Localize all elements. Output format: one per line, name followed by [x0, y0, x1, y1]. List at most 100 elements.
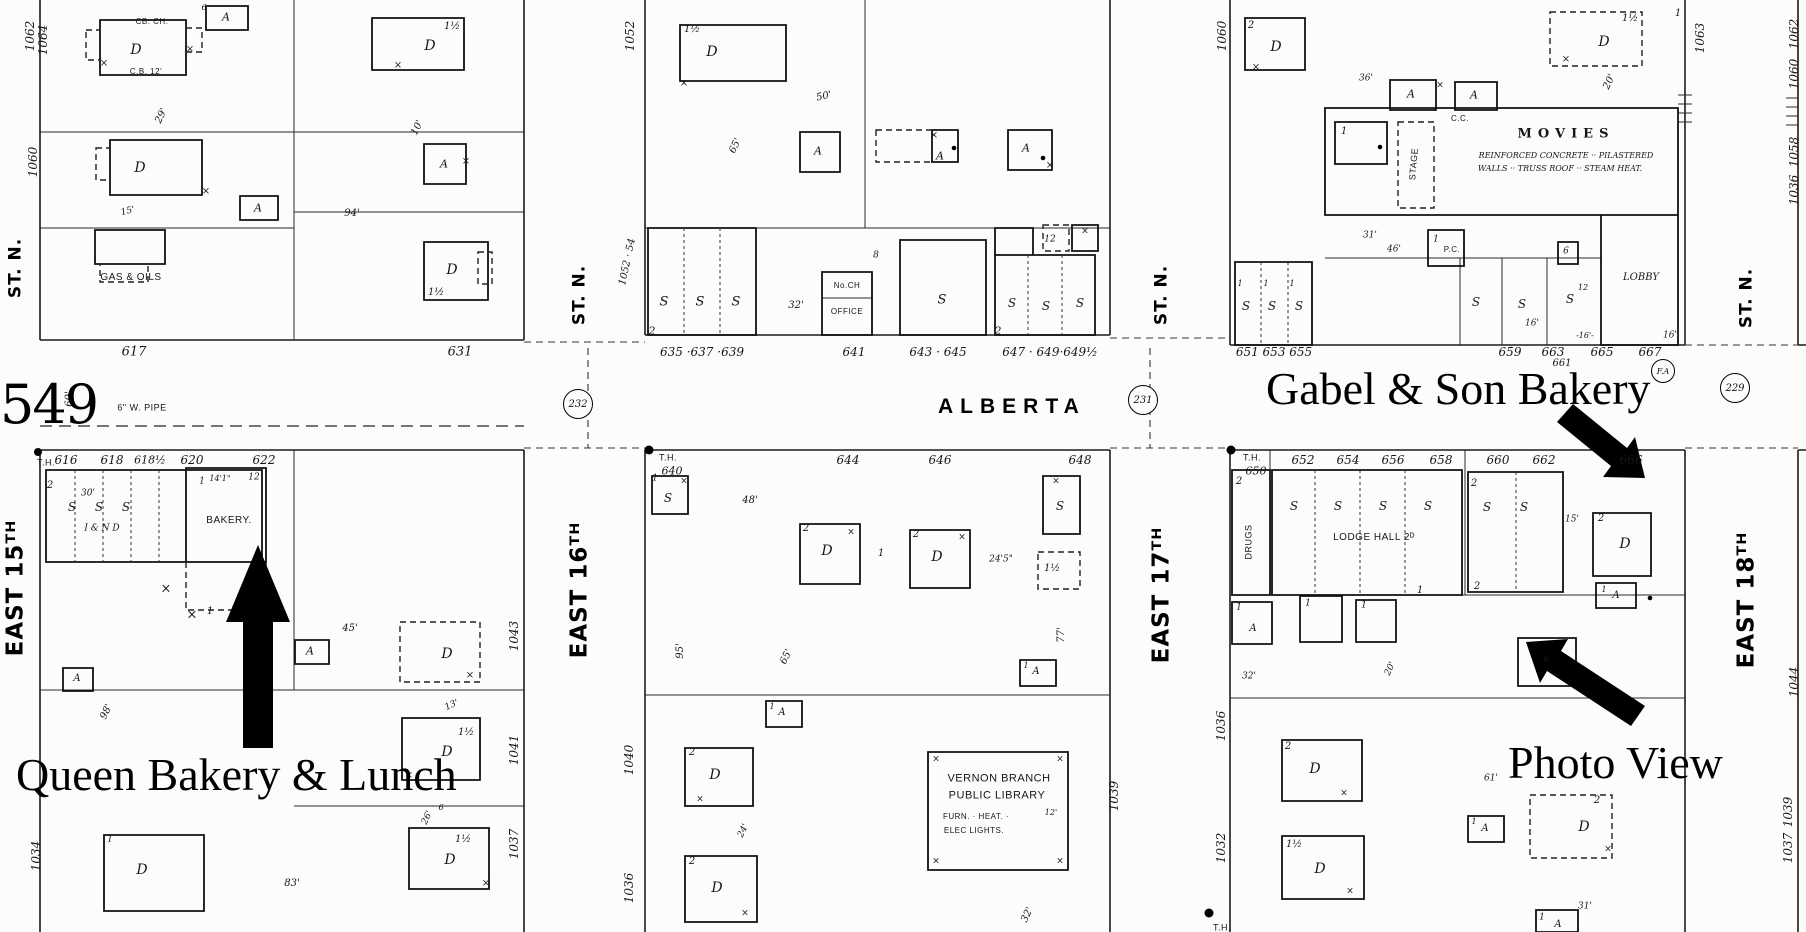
- map-label: A: [254, 201, 262, 215]
- map-label: 2: [648, 324, 656, 338]
- map-label: S: [1055, 499, 1065, 513]
- map-label: 26': [420, 809, 436, 827]
- building-outlines: [45, 5, 1679, 932]
- map-label: 2: [1470, 478, 1478, 489]
- map-label: A: [1554, 919, 1562, 930]
- map-label: 1: [1289, 279, 1295, 288]
- map-label: D: [709, 767, 721, 783]
- map-label: 14'1": [209, 474, 231, 483]
- map-label: 1½: [1285, 839, 1303, 850]
- map-label: 12: [1577, 283, 1589, 292]
- map-label: -16'-: [1576, 331, 1594, 340]
- map-label: 1½: [427, 287, 445, 298]
- map-label: S: [1378, 499, 1388, 513]
- circled-number: 229: [1720, 373, 1750, 403]
- property-lines: [74, 228, 1517, 595]
- map-label: 6: [201, 3, 207, 12]
- map-label: ×: [932, 856, 940, 867]
- map-label: A: [936, 149, 944, 163]
- map-label: S: [1482, 500, 1492, 514]
- map-label: ×: [99, 58, 109, 69]
- map-label: 1036: [1214, 710, 1228, 742]
- map-label: 1039: [1107, 780, 1121, 812]
- map-label: ×: [1056, 754, 1064, 765]
- map-label: ×: [1436, 80, 1444, 91]
- hydrant-dot: [1204, 908, 1214, 918]
- map-label: 6" W. PIPE: [117, 402, 167, 413]
- map-label: D: [821, 543, 833, 559]
- map-label: S: [659, 294, 669, 310]
- circled-number: 231: [1128, 385, 1158, 415]
- map-label: D: [1314, 861, 1326, 877]
- map-label: FURN. · HEAT. ·: [942, 812, 1010, 821]
- hydrant-dot: [1226, 445, 1236, 455]
- map-label: 2: [1235, 476, 1243, 487]
- map-label: T.H.: [658, 452, 678, 463]
- map-label: T.H.: [1212, 922, 1232, 932]
- map-label: T.H.: [1242, 452, 1262, 463]
- map-label: ×: [741, 908, 749, 919]
- map-label: 2: [688, 856, 696, 867]
- map-label: 1044: [1787, 666, 1801, 698]
- annotation-arrow-photo-view: [1526, 639, 1645, 726]
- map-label: 631: [447, 344, 473, 360]
- map-label: A: [1032, 666, 1040, 677]
- map-label: WALLS ·· TRUSS ROOF ·· STEAM HEAT.: [1477, 164, 1643, 173]
- map-label: 46': [1387, 244, 1401, 255]
- map-label: 29': [153, 106, 170, 126]
- map-label: 1: [1236, 602, 1242, 613]
- map-label: S: [1267, 299, 1277, 313]
- map-label: S: [1519, 500, 1529, 514]
- map-label: 644: [836, 453, 860, 467]
- map-label: 1058: [1787, 136, 1801, 168]
- map-label: 1: [1674, 8, 1682, 19]
- map-label: REINFORCED CONCRETE ·· PILASTERED: [1478, 151, 1654, 160]
- map-label: 1: [199, 476, 205, 487]
- map-label: D: [711, 880, 723, 896]
- map-label: I & N D: [84, 523, 120, 534]
- dashed-building-outlines: [85, 11, 1643, 859]
- building-dot: [1377, 144, 1383, 150]
- map-label: ×: [1340, 788, 1348, 799]
- map-label: 12: [248, 472, 260, 483]
- map-label: D: [441, 744, 453, 760]
- map-label: PUBLIC LIBRARY: [948, 789, 1046, 802]
- sheet-number: 549: [0, 373, 99, 436]
- map-label: 1: [1340, 126, 1348, 137]
- map-label: 1: [1416, 585, 1424, 596]
- fire-alarm-circle: F.A: [1651, 359, 1675, 383]
- map-label: ×: [1604, 844, 1612, 855]
- map-label: 8: [873, 250, 879, 261]
- map-label: 652: [1291, 453, 1315, 467]
- map-label: S: [1333, 499, 1343, 513]
- map-label: A: [306, 644, 314, 658]
- map-label: D: [441, 646, 453, 662]
- map-label: D: [136, 862, 148, 878]
- map-label: 1040: [622, 744, 636, 776]
- map-label: S: [731, 294, 741, 310]
- map-label: A: [73, 673, 81, 684]
- map-label: 1: [1023, 661, 1029, 670]
- map-label: 667: [1638, 345, 1662, 359]
- annotation-queen-bakery-lunch: Queen Bakery & Lunch: [16, 749, 457, 800]
- map-label: 1: [877, 548, 885, 559]
- map-label: 77': [1056, 627, 1067, 643]
- map-label: 1½: [454, 834, 472, 845]
- map-label: 1036: [1787, 174, 1801, 206]
- block-edges: [39, 0, 1806, 932]
- map-label: 1½: [443, 21, 461, 32]
- map-label: S: [1423, 499, 1433, 513]
- map-label: 13': [443, 698, 461, 714]
- map-label: ×: [185, 44, 195, 55]
- building-dot: [1647, 595, 1653, 601]
- street-label: EAST 17ᵀᴴ: [1148, 526, 1175, 664]
- map-label: MOVIES: [1517, 126, 1615, 142]
- annotation-photo-view: Photo View: [1508, 737, 1723, 788]
- map-label: ×: [1561, 54, 1571, 65]
- map-label: 24': [736, 822, 752, 840]
- map-label: ×: [481, 878, 491, 889]
- map-label: ×: [465, 670, 475, 681]
- map-label: ×: [160, 581, 172, 597]
- map-label: 36': [1359, 73, 1373, 84]
